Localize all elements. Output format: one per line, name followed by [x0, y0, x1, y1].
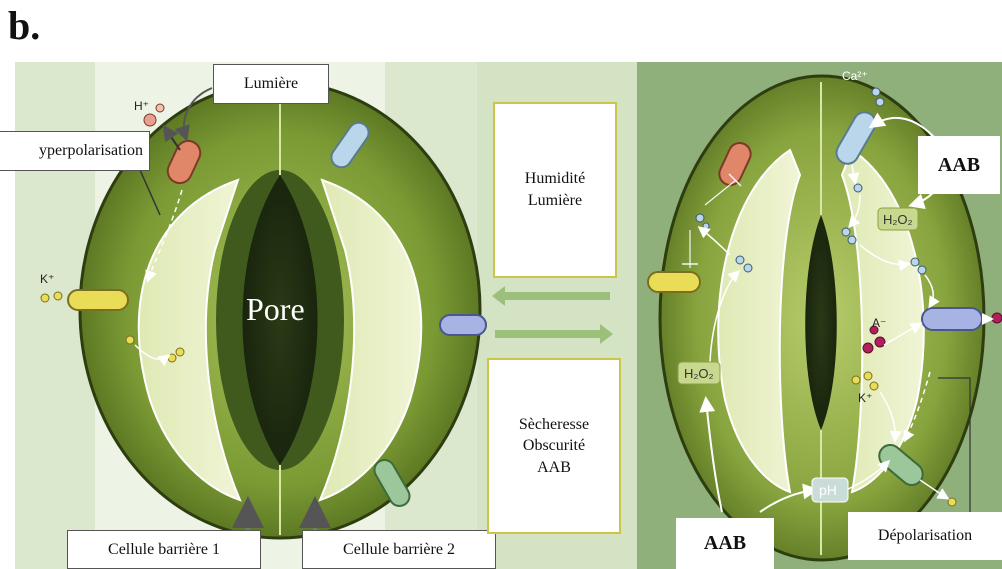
k-ion-3 [126, 336, 134, 344]
light-label: Lumière [213, 64, 329, 104]
calcium-ion-9 [703, 223, 709, 229]
guard-cell-1-label: Cellule barrière 1 [67, 530, 261, 569]
closing-condition-darkness: Obscurité [523, 435, 585, 457]
calcium-ion-6 [911, 258, 919, 266]
calcium-ion-11 [744, 264, 752, 272]
opening-condition-light: Lumière [528, 190, 582, 212]
calcium-ion-7 [918, 266, 926, 274]
hyperpolarisation-label: yperpolarisation [0, 131, 150, 171]
proton-ion-2 [156, 104, 164, 112]
k-ion-right-3 [870, 382, 878, 390]
closing-condition-drought: Sècheresse [519, 414, 589, 436]
potassium-channel-left [68, 290, 128, 310]
k-ion-right-1 [852, 376, 860, 384]
anion-1 [863, 343, 873, 353]
lavender-channel-left [440, 315, 486, 335]
proton-ion-label: H⁺ [134, 99, 149, 113]
k-ion-label-right: K⁺ [858, 391, 872, 405]
k-ion-label-left: K⁺ [40, 272, 54, 286]
opening-conditions-box: Humidité Lumière [493, 102, 617, 278]
guard-cell-2-label: Cellule barrière 2 [302, 530, 496, 569]
h2o2-left-label: H₂O₂ [684, 366, 714, 381]
k-ion-2 [54, 292, 62, 300]
k-ion-out [948, 498, 956, 506]
anion-out [992, 313, 1002, 323]
proton-ion-1 [144, 114, 156, 126]
anion-channel [922, 308, 982, 330]
depolarisation-label: Dépolarisation [848, 512, 1002, 560]
calcium-label: Ca²⁺ [842, 69, 868, 83]
k-ion-right-2 [864, 372, 872, 380]
k-ion-5 [176, 348, 184, 356]
h2o2-right-label: H₂O₂ [883, 212, 913, 227]
anion-2 [875, 337, 885, 347]
aab-bottom-label: AAB [676, 518, 774, 569]
aab-top-label: AAB [918, 136, 1000, 194]
potassium-channel-right [648, 272, 700, 292]
pore-label: Pore [246, 291, 305, 328]
closing-condition-aab: AAB [537, 457, 571, 479]
ph-label: pH [819, 482, 837, 498]
calcium-ion-10 [736, 256, 744, 264]
calcium-ion-8 [696, 214, 704, 222]
closing-conditions-box: Sècheresse Obscurité AAB [487, 358, 621, 534]
k-ion-4 [168, 354, 176, 362]
calcium-ion-3 [854, 184, 862, 192]
opening-condition-humidity: Humidité [525, 168, 585, 190]
k-ion-1 [41, 294, 49, 302]
anion-label: A⁻ [872, 316, 886, 330]
calcium-ion-4 [842, 228, 850, 236]
calcium-ion-2 [876, 98, 884, 106]
calcium-ion-1 [872, 88, 880, 96]
panel-letter: b. [8, 2, 40, 49]
calcium-ion-5 [848, 236, 856, 244]
